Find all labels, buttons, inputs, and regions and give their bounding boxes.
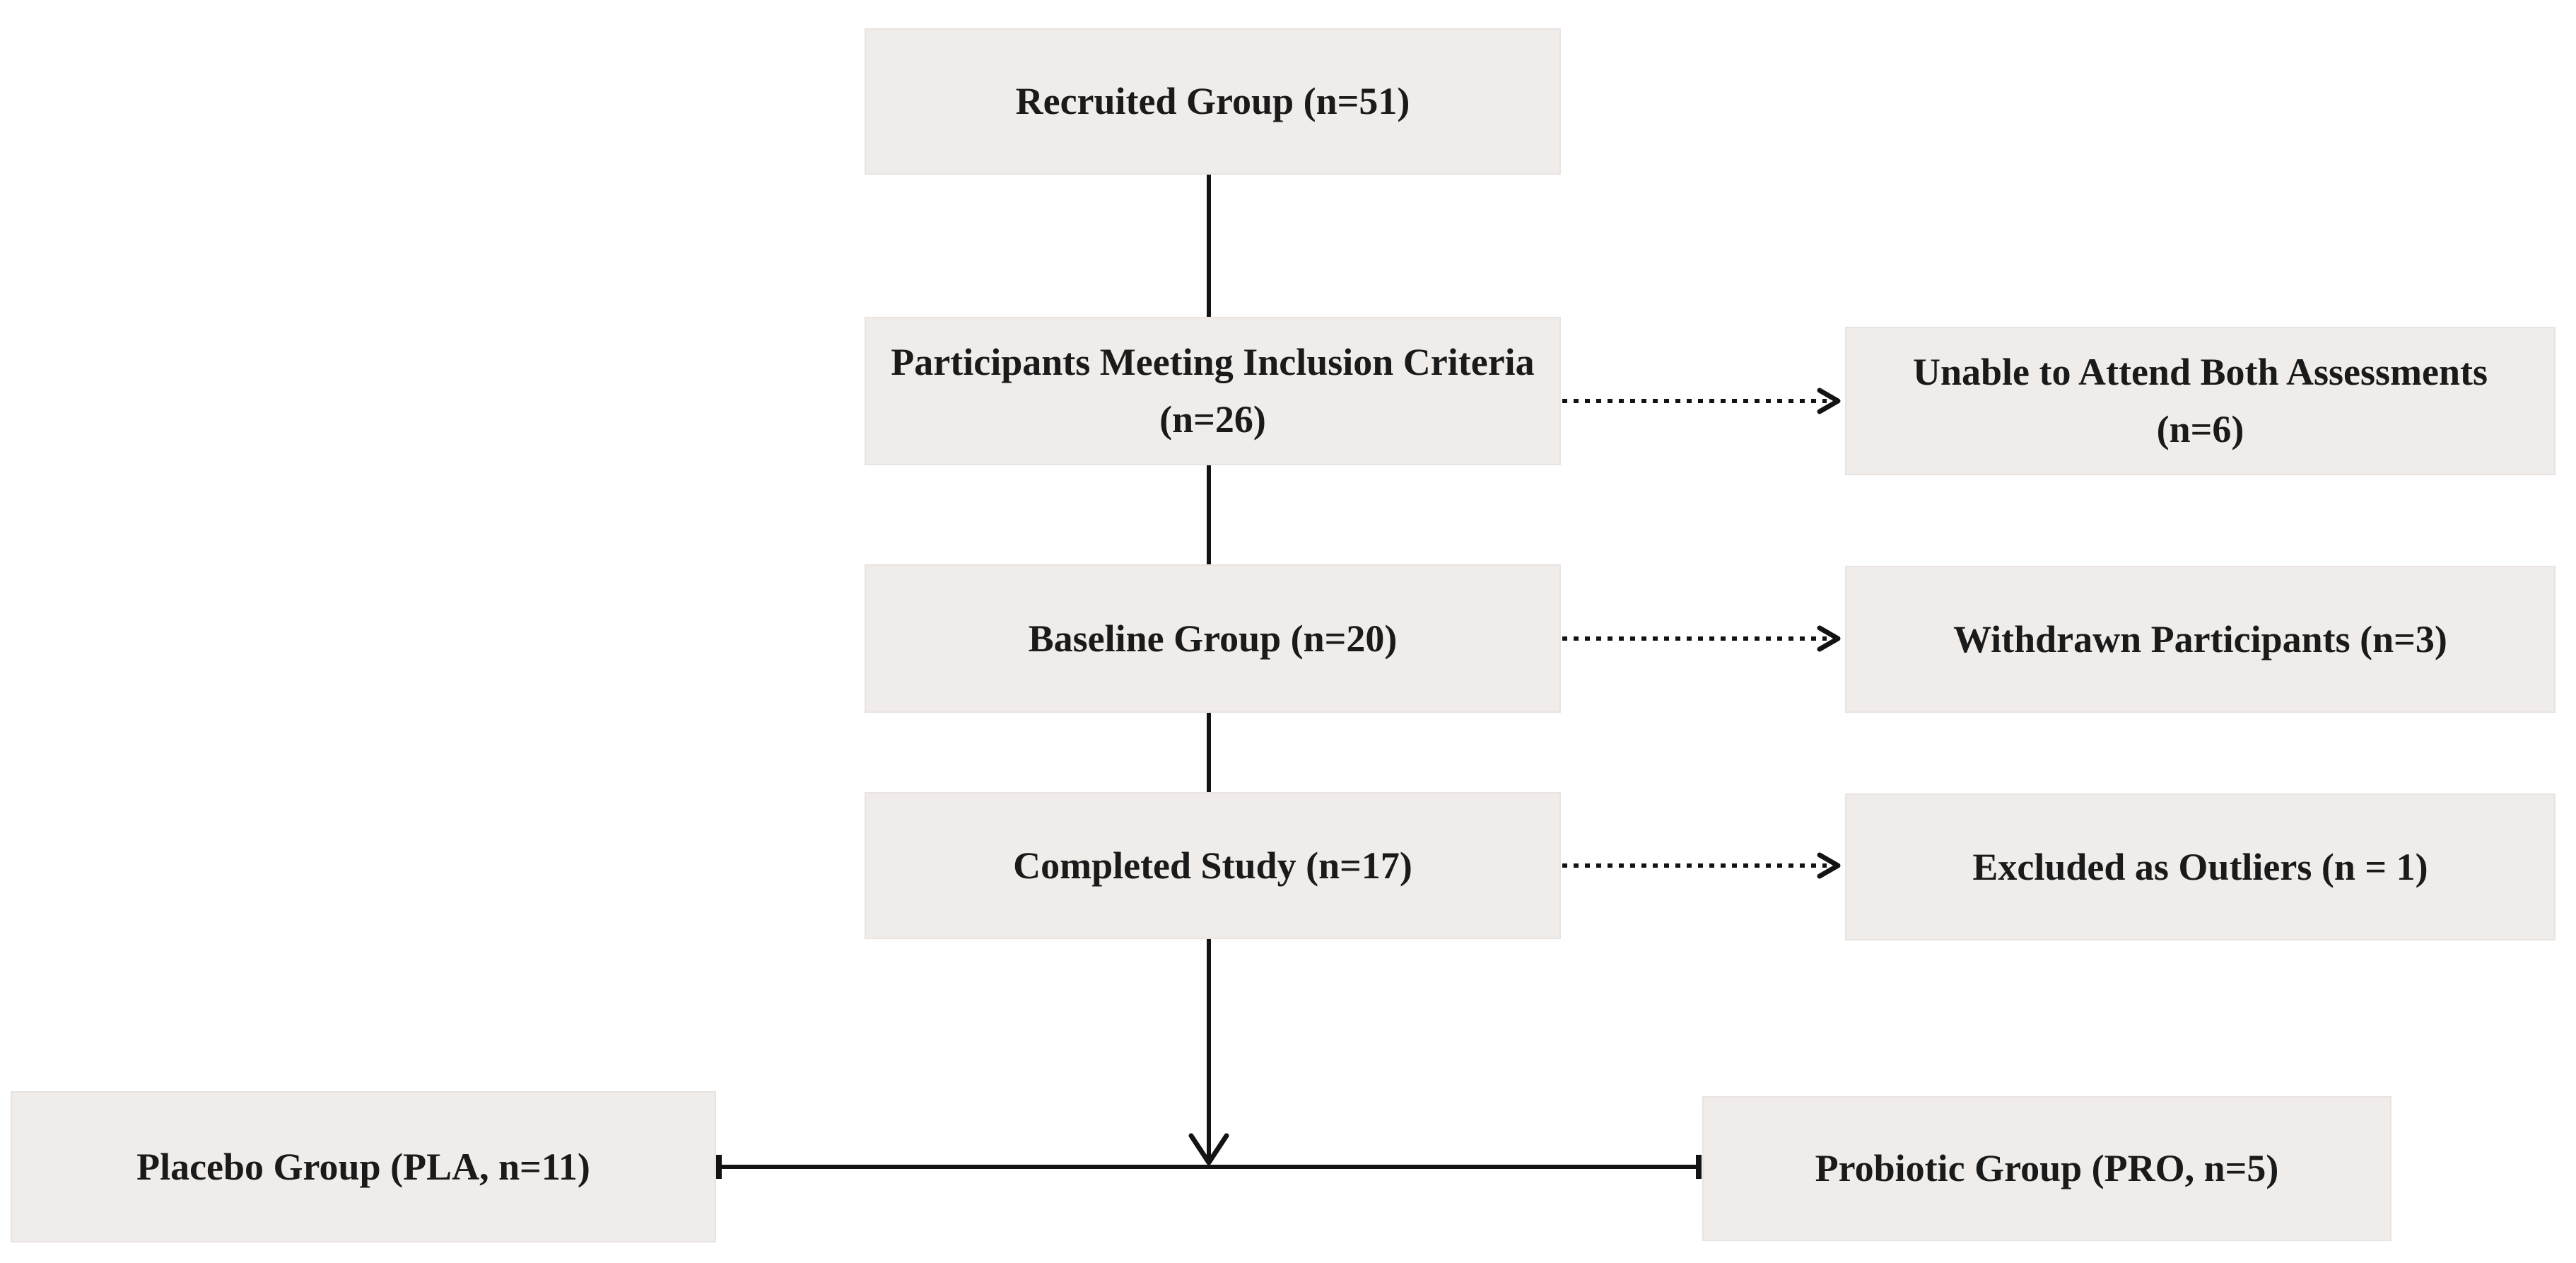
node-probiotic-group: Probiotic Group (PRO, n=5): [1702, 1096, 2391, 1241]
node-baseline-group: Baseline Group (n=20): [865, 564, 1561, 713]
node-label: Excluded as Outliers (n = 1): [1972, 845, 2428, 888]
node-label: Completed Study (n=17): [1013, 844, 1412, 887]
node-label: Withdrawn Participants (n=3): [1953, 617, 2447, 660]
node-unable-to-attend: Unable to Attend Both Assessments (n=6): [1845, 327, 2555, 475]
node-excluded-outliers: Excluded as Outliers (n = 1): [1845, 793, 2555, 941]
node-completed-study: Completed Study (n=17): [865, 792, 1561, 939]
node-recruited-group: Recruited Group (n=51): [865, 28, 1561, 175]
node-label: Probiotic Group (PRO, n=5): [1815, 1147, 2279, 1189]
node-label: Recruited Group (n=51): [1015, 80, 1410, 122]
node-label: Unable to Attend Both Assessments (n=6): [1912, 351, 2488, 450]
node-placebo-group: Placebo Group (PLA, n=11): [11, 1091, 716, 1242]
down-arrowhead-icon: [1188, 1133, 1229, 1165]
right-arrowhead-icon: [1817, 852, 1841, 879]
node-label: Baseline Group (n=20): [1028, 617, 1398, 660]
node-label: Participants Meeting Inclusion Criteria …: [891, 341, 1535, 441]
node-inclusion-criteria: Participants Meeting Inclusion Criteria …: [865, 317, 1561, 465]
node-withdrawn-participants: Withdrawn Participants (n=3): [1845, 566, 2555, 713]
node-label: Placebo Group (PLA, n=11): [136, 1145, 590, 1188]
right-arrowhead-icon: [1817, 388, 1841, 414]
right-arrowhead-icon: [1817, 625, 1841, 652]
